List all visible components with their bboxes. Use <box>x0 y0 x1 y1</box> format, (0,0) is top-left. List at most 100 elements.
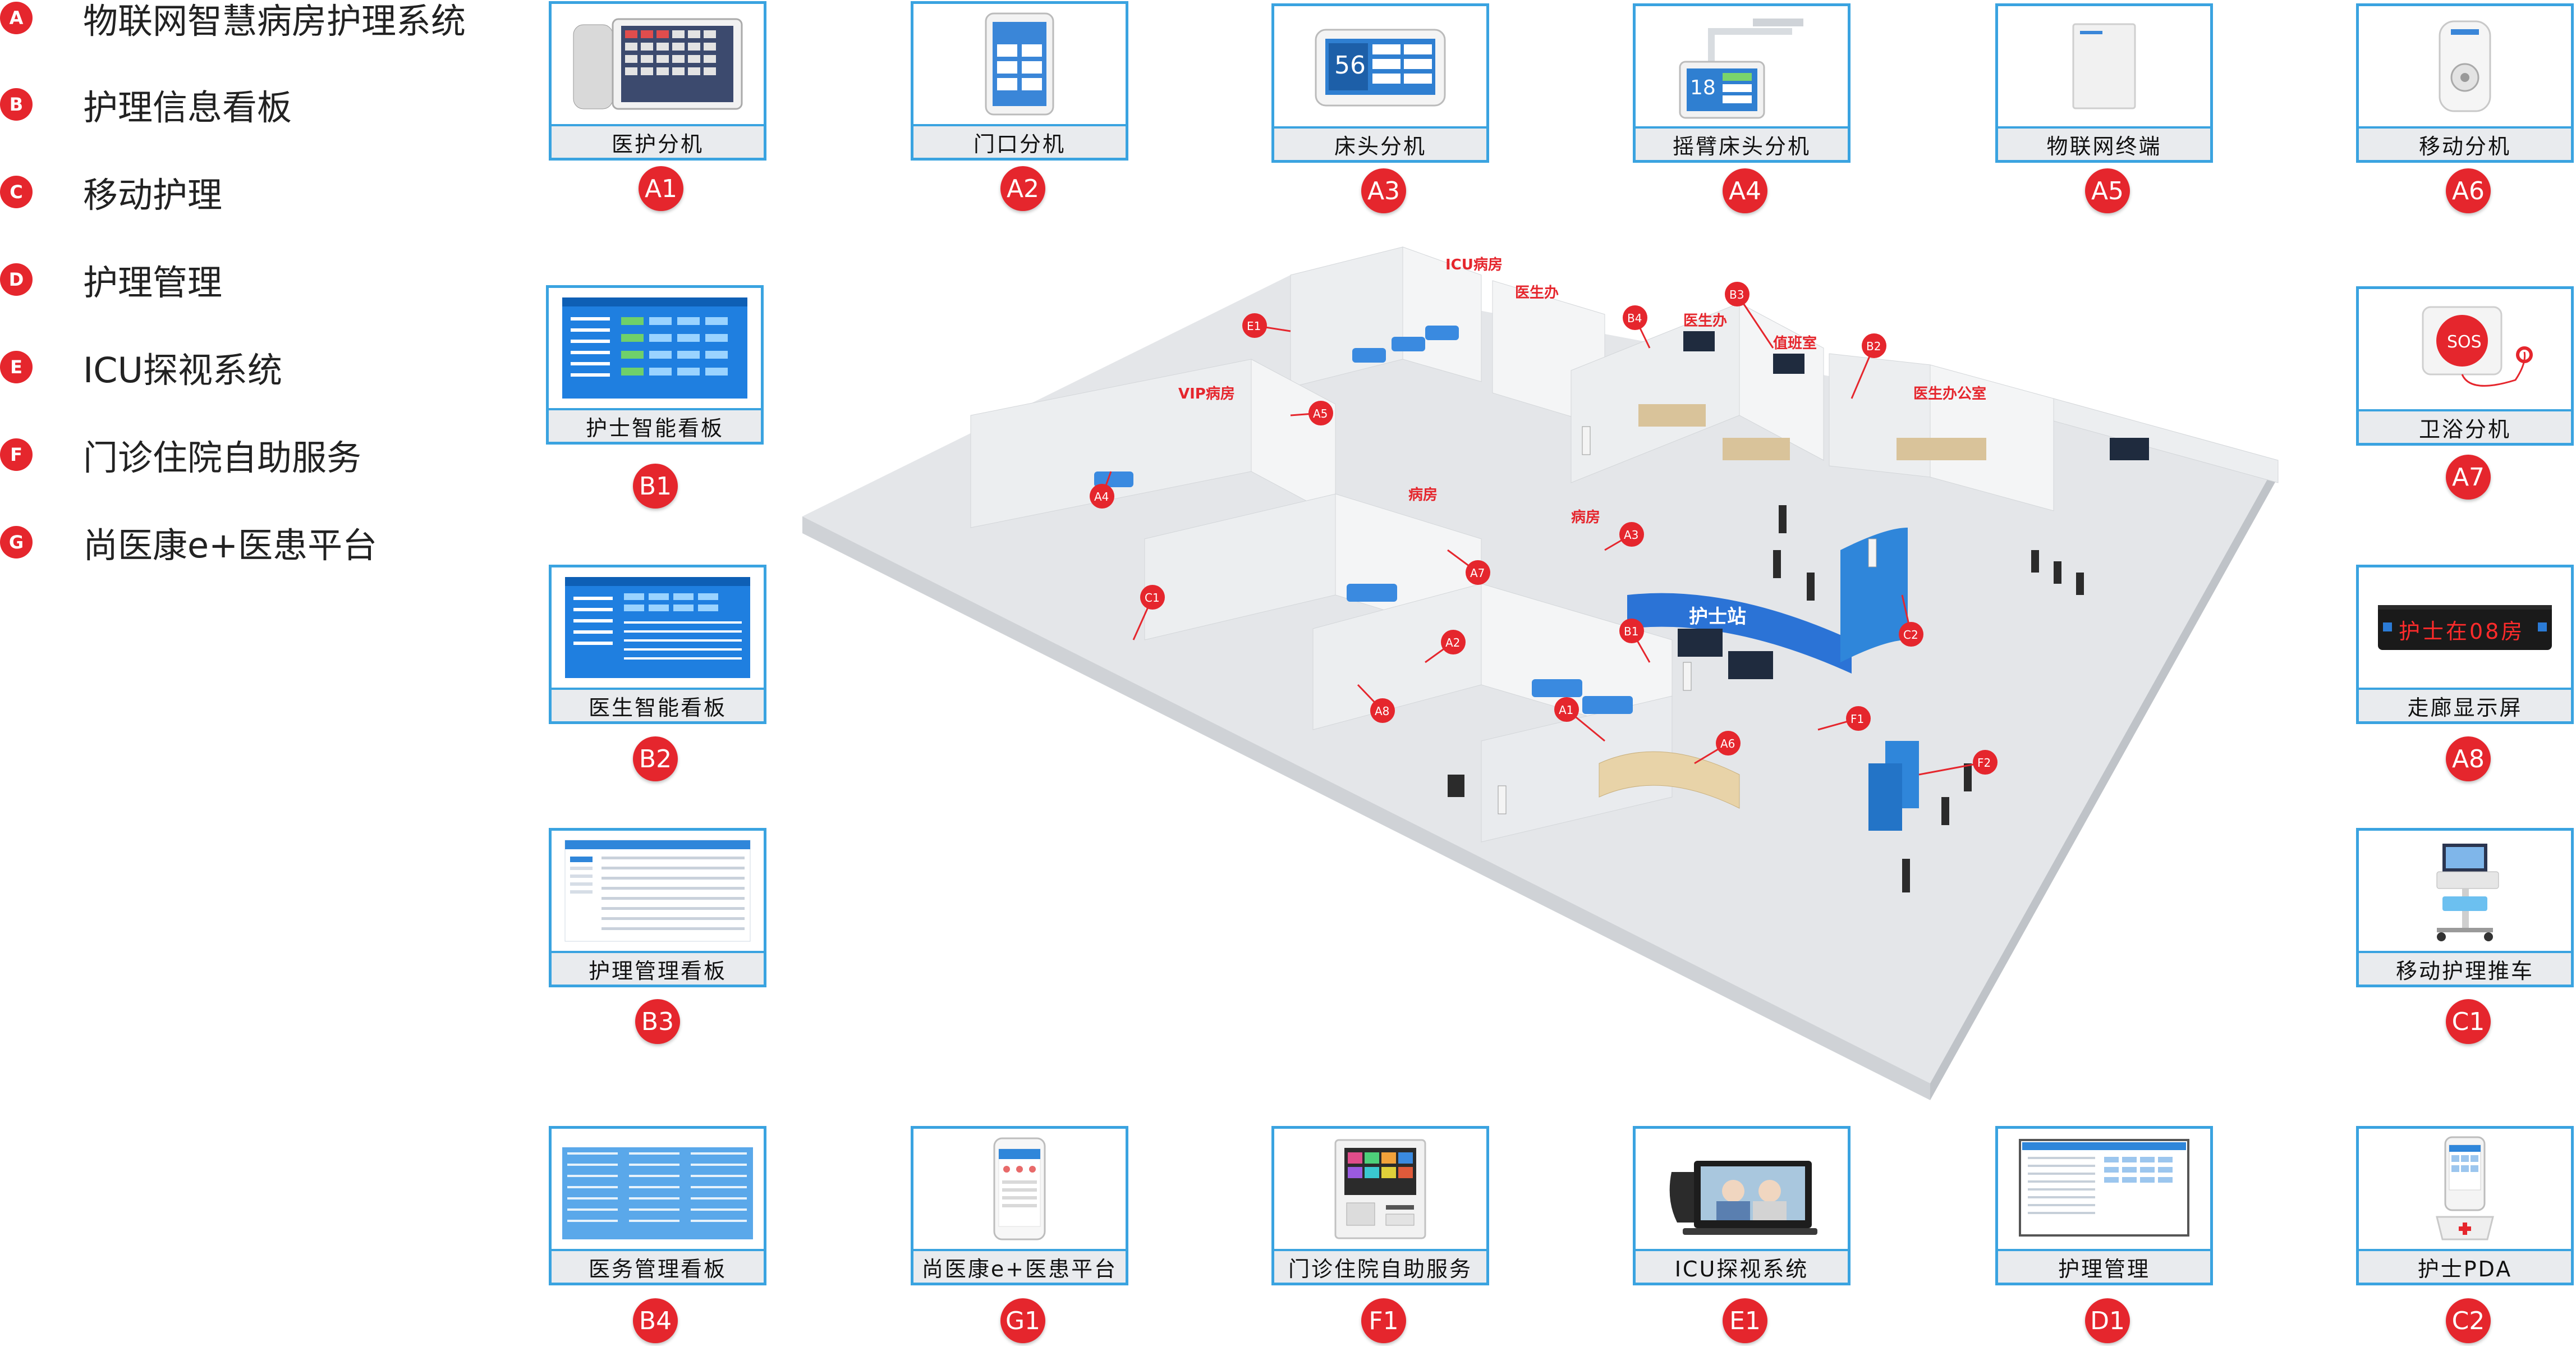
wall-screens <box>1678 331 2149 679</box>
badge-b3: B3 <box>635 999 680 1044</box>
svg-text:C2: C2 <box>1903 628 1918 642</box>
badge-a5: A5 <box>2085 168 2130 213</box>
card-caption-g1: 尚医康e+医患平台 <box>913 1249 1126 1283</box>
doctor-board-image <box>552 567 764 688</box>
card-caption-a6: 移动分机 <box>2359 126 2571 160</box>
legend-item-e: E ICU探视系统 <box>0 345 282 391</box>
svg-text:F2: F2 <box>1977 756 1991 770</box>
nursing-management-monitor-image <box>1998 1129 2210 1249</box>
room-tag-doctor-1: 医生办 <box>1515 285 1559 301</box>
nurse-station-phone-image <box>552 4 764 124</box>
marker-c1: C1 <box>1132 585 1165 640</box>
door-terminal-image <box>913 4 1126 124</box>
legend-label-f: 门诊住院自助服务 <box>83 437 362 478</box>
marker-a1: A1 <box>1554 697 1605 742</box>
badge-b2: B2 <box>633 736 678 781</box>
badge-a6: A6 <box>2446 168 2491 213</box>
device-card-f1[interactable]: 门诊住院自助服务 <box>1271 1126 1489 1285</box>
legend-item-a: A 物联网智慧病房护理系统 <box>0 0 466 42</box>
device-card-a5[interactable]: 物联网终端 <box>1995 3 2213 163</box>
card-caption-c2: 护士PDA <box>2359 1249 2571 1283</box>
swing-arm-terminal-image: 18 <box>1636 6 1848 126</box>
self-service-kiosk-2 <box>1868 763 1902 831</box>
sos-button-text: SOS <box>2447 332 2482 352</box>
badge-a8: A8 <box>2446 736 2491 781</box>
staff <box>1498 426 1877 814</box>
svg-text:A2: A2 <box>1445 636 1460 649</box>
legend-dot-e: E <box>0 351 33 383</box>
room-tag-duty: 值班室 <box>1773 335 1817 352</box>
nurse-board-image <box>549 288 761 408</box>
card-caption-a2: 门口分机 <box>913 124 1126 158</box>
legend-label-a: 物联网智慧病房护理系统 <box>83 1 466 42</box>
room-tag-vip: VIP病房 <box>1178 386 1235 402</box>
svg-text:B1: B1 <box>1624 625 1638 638</box>
nurse-pda-image <box>2359 1129 2571 1249</box>
doctor-office-wall-2 <box>1739 303 1824 461</box>
svg-text:F1: F1 <box>1851 712 1864 726</box>
badge-c1: C1 <box>2446 999 2491 1044</box>
nurse-station-sign <box>1627 593 1852 674</box>
svg-text:A1: A1 <box>1559 703 1573 717</box>
marker-f1: F1 <box>1817 706 1871 731</box>
marker-f2: F2 <box>1918 750 1998 776</box>
device-card-a3[interactable]: 56 床头分机 <box>1271 3 1489 163</box>
device-card-b3[interactable]: 护理管理看板 <box>549 828 766 987</box>
badge-e1: E1 <box>1723 1298 1767 1343</box>
card-caption-a8: 走廊显示屏 <box>2359 688 2571 721</box>
marker-a2: A2 <box>1425 630 1466 663</box>
svg-text:B2: B2 <box>1866 340 1881 353</box>
bed-number-text: 56 <box>1334 51 1366 80</box>
device-card-d1[interactable]: 护理管理 <box>1995 1126 2213 1285</box>
card-caption-d1: 护理管理 <box>1998 1249 2210 1283</box>
device-card-a1[interactable]: 医护分机 <box>549 1 766 161</box>
device-card-e1[interactable]: ICU探视系统 <box>1633 1126 1851 1285</box>
floor-edge-left <box>802 516 1930 1100</box>
floor-edge-right <box>1930 460 2278 1100</box>
beds <box>1094 326 1633 714</box>
device-card-a8[interactable]: 护士在08房 走廊显示屏 <box>2356 565 2574 724</box>
device-card-a6[interactable]: 移动分机 <box>2356 3 2574 163</box>
svg-text:B4: B4 <box>1627 312 1642 325</box>
marker-b2: B2 <box>1851 333 1886 399</box>
svg-text:A4: A4 <box>1094 490 1109 503</box>
legend-item-b: B 护理信息看板 <box>0 82 292 128</box>
device-card-a4[interactable]: 18 摇臂床头分机 <box>1633 3 1851 163</box>
marker-a6: A6 <box>1694 731 1741 764</box>
legend-label-e: ICU探视系统 <box>83 350 282 391</box>
legend-dot-c: C <box>0 176 33 208</box>
icu-visit-terminal-image <box>1636 1129 1848 1249</box>
card-caption-b3: 护理管理看板 <box>552 951 764 985</box>
device-card-b1[interactable]: 护士智能看板 <box>546 285 764 445</box>
svg-text:A8: A8 <box>1375 704 1389 718</box>
marker-a5: A5 <box>1290 401 1333 425</box>
svg-text:B3: B3 <box>1729 288 1744 301</box>
room-tag-doctor-2: 医生办 <box>1683 313 1727 329</box>
device-card-b2[interactable]: 医生智能看板 <box>549 565 766 724</box>
device-card-c1[interactable]: 移动护理推车 <box>2356 828 2574 987</box>
mobile-terminal-image <box>2359 6 2571 126</box>
nursing-management-board-image <box>552 831 764 951</box>
legend-dot-b: B <box>0 88 33 121</box>
device-card-b4[interactable]: 医务管理看板 <box>549 1126 766 1285</box>
bathroom-alarm-image: SOS <box>2359 289 2571 409</box>
device-card-c2[interactable]: 护士PDA <box>2356 1126 2574 1285</box>
device-markers: E1 B4 B3 B2 A5 A4 C1 A7 A3 A2 A8 B1 A1 A… <box>1090 282 1998 776</box>
device-card-g1[interactable]: 尚医康e+医患平台 <box>911 1126 1128 1285</box>
legend-dot-g: G <box>0 526 33 558</box>
badge-d1: D1 <box>2085 1298 2130 1343</box>
device-card-a7[interactable]: SOS 卫浴分机 <box>2356 286 2574 446</box>
marker-c2: C2 <box>1899 594 1923 647</box>
bedside-terminal-image: 56 <box>1274 6 1486 126</box>
badge-a1: A1 <box>639 166 683 211</box>
device-card-a2[interactable]: 门口分机 <box>911 1 1128 161</box>
card-caption-b4: 医务管理看板 <box>552 1249 764 1283</box>
room-tag-nurse-station: 护士站 <box>1689 606 1746 628</box>
marker-a3: A3 <box>1604 522 1644 551</box>
iot-terminal-image <box>1998 6 2210 126</box>
corridor-display-image: 护士在08房 <box>2359 567 2571 688</box>
legend-item-g: G 尚医康e+医患平台 <box>0 520 377 566</box>
badge-b1: B1 <box>633 464 678 509</box>
card-caption-c1: 移动护理推车 <box>2359 951 2571 985</box>
room-tag-ward-2: 病房 <box>1571 509 1600 526</box>
